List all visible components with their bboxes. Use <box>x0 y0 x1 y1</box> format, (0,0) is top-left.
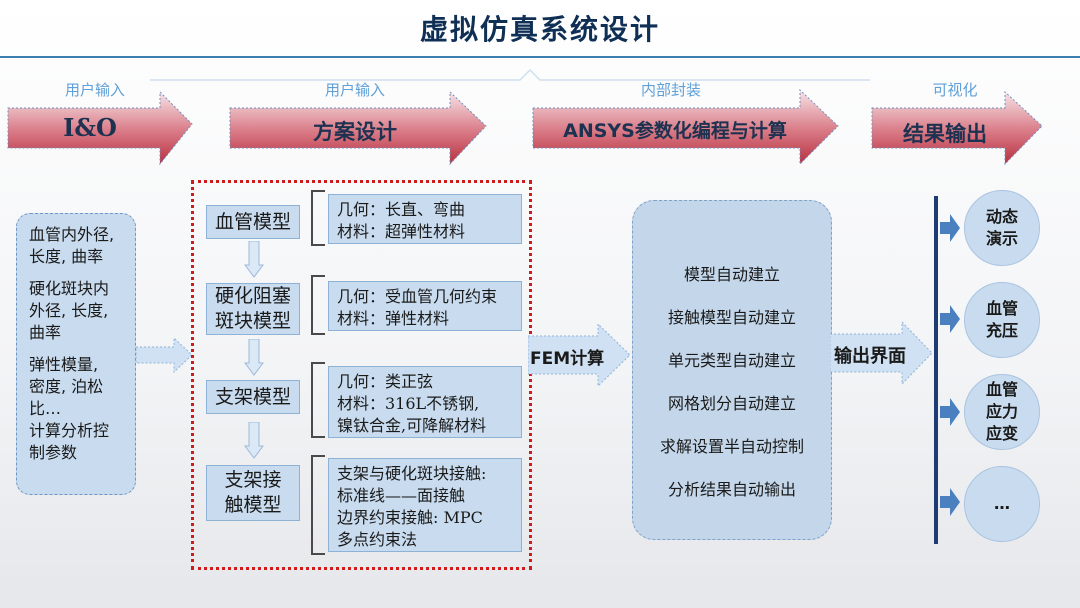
plaque-model-box: 硬化阻塞 斑块模型 <box>206 283 300 335</box>
fem-arrow <box>528 322 631 388</box>
brace-3 <box>311 362 325 438</box>
output-arrow <box>830 320 933 386</box>
step-contact-build: 接触模型自动建立 <box>667 308 796 327</box>
plaque-model-desc: 几何：受血管几何约束 材料：弹性材料 <box>328 281 522 331</box>
result-dynamic-demo: 动态 演示 <box>964 190 1040 266</box>
stage-caption-4: 可视化 <box>932 81 978 99</box>
contact-model-box: 支架接 触模型 <box>206 465 300 521</box>
stage-caption-1: 用户输入 <box>64 81 125 99</box>
result-vessel-stress-strain: 血管 应力 应变 <box>964 374 1040 450</box>
fem-label: FEM计算 <box>530 349 605 369</box>
stage-label-4: 结果输出 <box>903 122 987 146</box>
brace-2 <box>311 275 325 335</box>
stage-arrow-1 <box>7 90 193 166</box>
stent-model-desc: 几何：类正弦 材料：316L不锈钢, 镍钛合金,可降解材料 <box>328 366 522 438</box>
step-result-output: 分析结果自动输出 <box>667 480 796 499</box>
vessel-model-desc: 几何：长直、弯曲 材料：超弹性材料 <box>328 194 522 244</box>
brace-4 <box>311 455 325 555</box>
brace-1 <box>311 190 325 246</box>
result-arrow-3 <box>940 398 960 426</box>
ansys-automation-box <box>632 200 832 540</box>
output-interface-label: 输出界面 <box>834 346 906 367</box>
down-arrow-1 <box>244 241 264 278</box>
stage-arrow-3 <box>532 88 839 166</box>
output-bar <box>934 196 938 544</box>
input-plaque-text: 硬化斑块内 外径, 长度, 曲率 <box>29 279 110 342</box>
stage-arrow-4 <box>871 90 1043 166</box>
scheme-design-frame <box>191 180 532 570</box>
result-vessel-pressurize: 血管 充压 <box>964 282 1040 358</box>
step-solve-setup: 求解设置半自动控制 <box>659 437 804 456</box>
page-title: 虚拟仿真系统设计 <box>419 13 660 46</box>
stage-caption-2: 用户输入 <box>324 81 385 99</box>
step-model-build: 模型自动建立 <box>683 265 780 284</box>
step-mesh: 网格划分自动建立 <box>667 394 796 413</box>
input-arrow <box>136 336 193 374</box>
result-arrow-4 <box>940 488 960 516</box>
stage-arrow-2 <box>229 90 487 166</box>
down-arrow-3 <box>244 422 264 459</box>
stent-model-box: 支架模型 <box>206 380 300 414</box>
down-arrow-2 <box>244 339 264 376</box>
input-material-text: 弹性模量, 密度, 泊松 比… 计算分析控 制参数 <box>29 355 110 462</box>
step-element-type: 单元类型自动建立 <box>667 351 796 370</box>
contact-model-desc: 支架与硬化斑块接触: 标准线——面接触 边界约束接触: MPC 多点约束法 <box>328 458 522 552</box>
input-parameters-box: 血管内外径, 长度, 曲率 硬化斑块内 外径, 长度, 曲率 弹性模量, 密度,… <box>16 213 136 495</box>
result-more: … <box>964 466 1040 542</box>
result-arrow-2 <box>940 305 960 333</box>
title-divider <box>0 56 1080 58</box>
stage-arrows <box>7 68 1043 166</box>
stage-caption-3: 内部封装 <box>640 81 701 99</box>
stage-label-2: 方案设计 <box>313 120 397 144</box>
result-arrow-1 <box>940 214 960 242</box>
input-geometry-text: 血管内外径, 长度, 曲率 <box>29 225 115 266</box>
stage-label-3: ANSYS参数化编程与计算 <box>563 120 787 142</box>
stage-label-1: I&O <box>63 113 117 142</box>
vessel-model-box: 血管模型 <box>206 205 300 239</box>
